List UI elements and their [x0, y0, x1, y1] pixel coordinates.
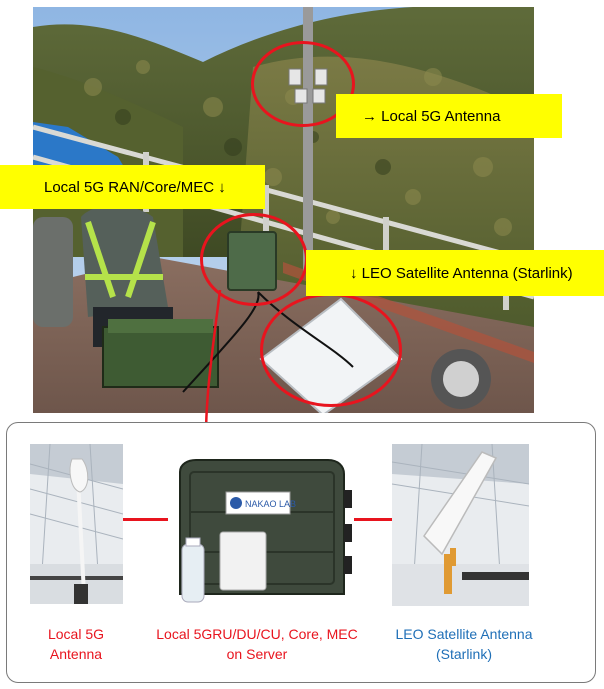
caption-line: LEO Satellite Antenna	[395, 626, 533, 642]
antenna-pole	[303, 7, 313, 272]
antenna-highlight-ring	[251, 41, 355, 127]
caption-line: Local 5G	[47, 626, 105, 642]
caption-line: (Starlink)	[435, 646, 492, 662]
leo-satellite-antenna-photo	[392, 444, 529, 606]
caption-line: Local 5GRU/DU/CU, Core, MEC	[156, 626, 358, 642]
callout-local-5g-ran: Local 5G RAN/Core/MEC ↓	[0, 165, 265, 209]
caption-local-5g-antenna: Local 5G Antenna	[28, 624, 124, 664]
server-case-photo: NAKAO LAB	[168, 452, 354, 606]
dish-highlight-ring	[260, 293, 402, 407]
local-5g-antenna-photo	[30, 444, 123, 604]
caption-server: Local 5GRU/DU/CU, Core, MEC on Server	[138, 624, 376, 664]
callout-leo-satellite-antenna: ↓ LEO Satellite Antenna (Starlink)	[306, 250, 604, 296]
connector-right	[346, 518, 392, 521]
connector-left	[123, 518, 169, 521]
green-toolbox	[102, 326, 219, 388]
server-logo: NAKAO LAB	[245, 499, 296, 509]
callout-local-5g-antenna: → Local 5G Antenna	[336, 94, 562, 138]
caption-leo-satellite-antenna: LEO Satellite Antenna (Starlink)	[378, 624, 550, 664]
caption-line: Antenna	[49, 646, 103, 662]
caption-line: on Server	[226, 646, 288, 662]
